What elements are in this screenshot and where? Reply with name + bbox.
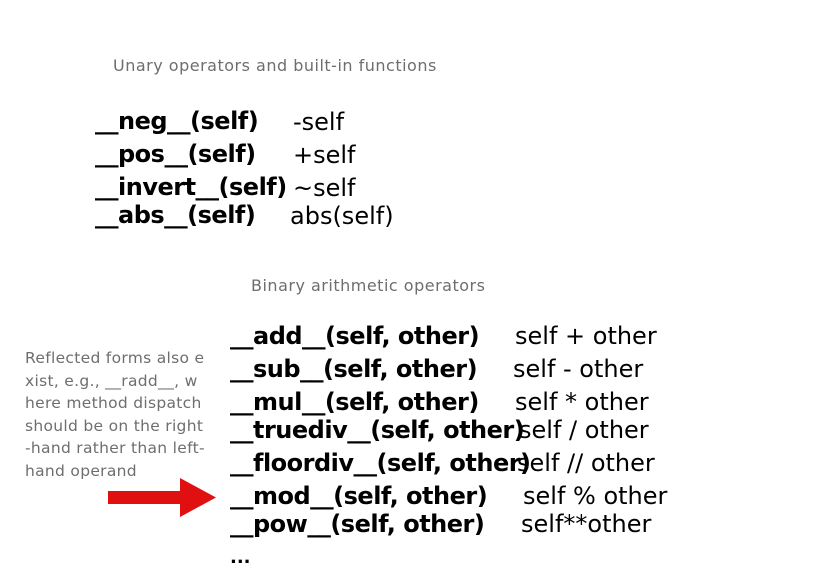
unary-expr-neg: -self — [293, 108, 345, 136]
continuation-ellipsis: ... — [230, 547, 251, 568]
unary-expr-pos: +self — [293, 141, 356, 169]
binary-method-truediv: __truediv__(self, other) — [230, 416, 525, 444]
binary-method-sub: __sub__(self, other) — [230, 355, 478, 383]
arrow-head — [180, 478, 216, 517]
binary-method-mul: __mul__(self, other) — [230, 388, 479, 416]
binary-expr-pow: self**other — [521, 510, 652, 538]
binary-expr-sub: self - other — [513, 355, 644, 383]
binary-expr-mul: self * other — [515, 388, 649, 416]
red-arrow-icon — [108, 478, 216, 517]
unary-method-pos: __pos__(self) — [95, 140, 256, 168]
binary-method-mod: __mod__(self, other) — [230, 482, 488, 510]
unary-caption: Unary operators and built-in functions — [113, 56, 437, 75]
unary-method-abs: __abs__(self) — [95, 201, 256, 229]
unary-method-invert: __invert__(self) — [95, 173, 287, 201]
binary-method-floordiv: __floordiv__(self, other) — [230, 449, 531, 477]
binary-method-add: __add__(self, other) — [230, 322, 480, 350]
binary-method-pow: __pow__(self, other) — [230, 510, 485, 538]
unary-expr-abs: abs(self) — [290, 202, 394, 230]
reflected-forms-note: Reflected forms also exist, e.g., __radd… — [25, 349, 205, 480]
binary-expr-mod: self % other — [523, 482, 668, 510]
unary-expr-invert: ~self — [293, 174, 356, 202]
unary-method-neg: __neg__(self) — [95, 107, 259, 135]
binary-expr-truediv: self / other — [519, 416, 649, 444]
binary-expr-add: self + other — [515, 322, 657, 350]
binary-caption: Binary arithmetic operators — [251, 276, 486, 295]
arrow-shaft — [108, 491, 182, 504]
binary-expr-floordiv: self // other — [517, 449, 655, 477]
